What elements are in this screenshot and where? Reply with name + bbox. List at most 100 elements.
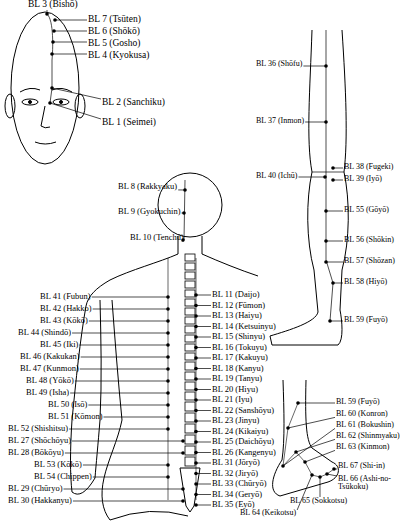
leader-line: [72, 441, 183, 442]
leader-line: [79, 345, 168, 346]
point-label: BL 53 (Kōkō): [34, 460, 82, 469]
leader-line: [296, 439, 335, 452]
leader-line: [63, 489, 183, 490]
point-label: BL 64 (Keikotsu): [240, 509, 296, 517]
acupoint-dot: [194, 293, 198, 297]
acupoint-dot: [166, 319, 170, 323]
mouth: [35, 142, 56, 144]
acupoint-dot: [181, 439, 185, 443]
point-label: BL 20 (Hiyu): [212, 385, 258, 394]
leader-line: [196, 452, 211, 453]
leader-line: [93, 477, 168, 478]
point-label: BL 14 (Ketsuinyu): [212, 322, 276, 331]
point-label: BL 1 (Seimei): [102, 118, 156, 128]
point-label: BL 25 (Daichōyu): [212, 437, 274, 446]
point-label: BL 43 (Kōkō): [40, 316, 88, 325]
acupoint-dot: [286, 426, 290, 430]
acupoint-dot: [166, 475, 170, 479]
point-label: BL 8 (Rakkyaku): [118, 182, 177, 191]
acupoint-dot: [194, 461, 198, 465]
leader-line: [326, 211, 343, 212]
sacrum: [180, 468, 200, 512]
arm-inner-outline: [95, 300, 101, 478]
leader-line: [89, 321, 168, 322]
acupoint-dot: [310, 473, 314, 477]
leader-line: [196, 473, 211, 474]
leader-line: [298, 177, 325, 178]
torso-left-outline: [71, 236, 179, 492]
acupoint-dot: [166, 331, 170, 335]
point-label: BL 13 (Haiyu): [212, 311, 262, 320]
leader-line: [196, 358, 211, 359]
point-label: BL 42 (Hakko): [40, 304, 92, 313]
point-label: BL 36 (Shōfu): [256, 60, 302, 68]
point-label: BL 57 (Shōzan): [344, 257, 395, 265]
point-label: BL 16 (Tokuyu): [212, 343, 267, 352]
acupoint-dot: [45, 12, 49, 16]
leader-line: [305, 450, 335, 462]
acupoint-dot: [194, 503, 198, 507]
nose: [41, 106, 50, 128]
point-label: BL 41 (Fubun): [40, 292, 91, 301]
leader-line: [196, 463, 211, 464]
acupoint-dot: [324, 120, 328, 124]
point-label: BL 63 (Kinmon): [336, 443, 389, 451]
acupoint-dot: [194, 377, 198, 381]
leader-line: [65, 453, 183, 454]
point-label: BL 27 (Shōchōyu): [8, 436, 71, 445]
leader-line: [330, 321, 343, 322]
point-label: BL 46 (Kakukan): [20, 352, 80, 361]
leader-line: [283, 428, 335, 466]
point-label: BL 60 (Konron): [336, 410, 388, 418]
acupoint-dot: [324, 64, 328, 68]
point-label: BL 38 (Fugeki): [344, 163, 393, 171]
leader-line: [81, 357, 168, 358]
acupoint-dot: [182, 211, 186, 215]
point-label: BL 67 (Shi-in): [338, 462, 385, 470]
leader-line: [88, 405, 168, 406]
shoulder-right-outline: [202, 236, 258, 276]
acupoint-dot: [181, 499, 185, 503]
acupoint-dot: [166, 367, 170, 371]
leader-line: [196, 326, 211, 327]
leader-line: [196, 410, 211, 411]
acupoint-dot: [181, 487, 185, 491]
point-label: BL 5 (Gosho): [88, 39, 140, 49]
point-label: BL 59 (Fuyō): [336, 398, 380, 406]
point-label: BL 59 (Fuyō): [344, 316, 388, 324]
meridian-line: [283, 403, 334, 477]
acupoint-dot: [50, 52, 54, 56]
point-label: BL 45 (Iki): [40, 340, 78, 349]
pupil: [29, 101, 32, 104]
leader-line: [80, 369, 168, 370]
acupoint-dot: [194, 451, 198, 455]
point-label: BL 52 (Shishitsu): [8, 424, 68, 433]
acupoint-dot: [194, 440, 198, 444]
point-label: BL 17 (Kakuyu): [212, 353, 268, 362]
knee-crease: [312, 172, 344, 173]
point-label: BL 6 (Shōkō): [88, 27, 140, 37]
point-label: BL 33 (Chūryō): [212, 479, 266, 488]
point-label: BL 47 (Kunmon): [20, 364, 79, 373]
leader-line: [196, 347, 211, 348]
buttock-outline: [110, 511, 188, 520]
acupoint-dot: [194, 335, 198, 339]
point-label: BL 51 (Kōmon): [48, 412, 102, 421]
leader-line: [196, 442, 211, 443]
acupoint-dot: [166, 391, 170, 395]
ear: [75, 94, 85, 118]
acupoint-dot: [166, 379, 170, 383]
leader-line: [92, 297, 168, 298]
leader-line: [196, 431, 211, 432]
acupoint-dot: [50, 86, 54, 90]
acupoint-dot: [194, 314, 198, 318]
vertebra-column: [185, 254, 195, 466]
acupoint-dot: [318, 475, 322, 479]
point-label: BL 48 (Yōkō): [26, 376, 74, 385]
point-label: BL 58 (Hiyō): [344, 278, 387, 286]
eye: [22, 99, 38, 105]
acupoint-dot: [166, 403, 170, 407]
ear: [5, 94, 15, 118]
leader-line: [326, 262, 343, 263]
acupoint-dot: [194, 356, 198, 360]
